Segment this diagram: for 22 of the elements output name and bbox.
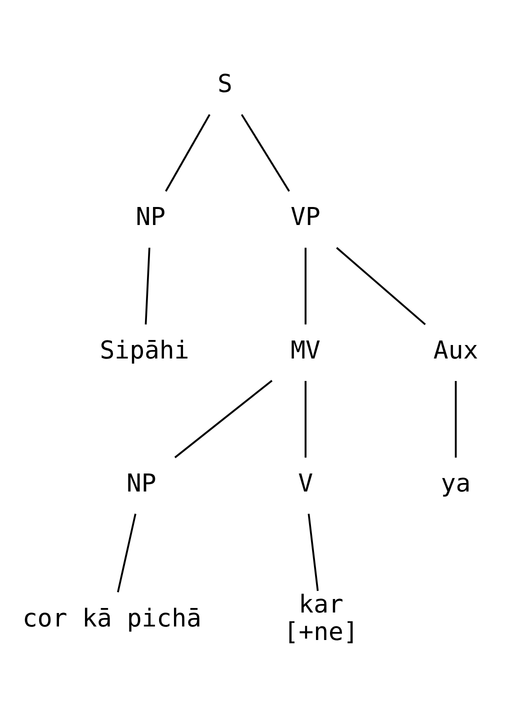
node-text: MV: [290, 335, 320, 364]
node-label: [+ne]: [284, 617, 358, 646]
node-text: VP: [290, 202, 320, 232]
connector: [304, 380, 306, 458]
node-text: ya: [440, 468, 471, 498]
node-text: V: [298, 468, 314, 498]
node-text: Aux: [433, 335, 478, 364]
connector: [308, 514, 319, 591]
connector: [144, 248, 150, 324]
node-text: NP: [136, 202, 166, 232]
node-text: S: [218, 68, 232, 98]
connector: [174, 380, 273, 458]
connector: [117, 514, 136, 592]
node-text: kar: [298, 589, 344, 618]
connector: [165, 114, 210, 192]
node-text: cor kā pichā: [22, 603, 202, 632]
connector: [240, 114, 290, 192]
connector: [304, 248, 306, 324]
node-text: NP: [126, 468, 156, 498]
connector: [336, 247, 426, 326]
connector: [454, 380, 457, 458]
node-text: Sipāhi: [100, 335, 190, 364]
